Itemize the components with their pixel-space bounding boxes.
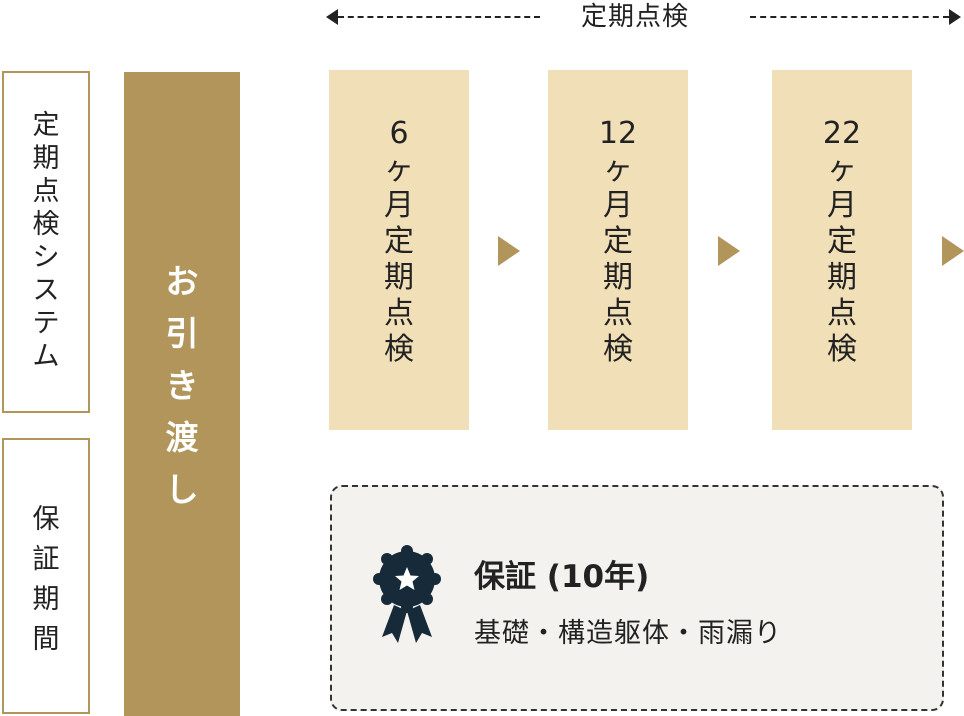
- handover-bar: お 引 き 渡 し: [124, 72, 240, 716]
- flow-arrow-1: [498, 236, 520, 266]
- warranty-period-text: 保 証 期 間: [32, 504, 60, 655]
- warranty-scope: 基礎・構造躯体・雨漏り: [474, 618, 782, 649]
- flow-arrow-3: [942, 236, 964, 266]
- inspection-card-label: 12 ヶ 月 定 期 点 検: [598, 116, 638, 367]
- inspection-card-label: 22 ヶ 月 定 期 点 検: [822, 116, 862, 367]
- handover-label: お 引 き 渡 し: [165, 262, 199, 509]
- timeline-label: 定期点検: [580, 2, 689, 32]
- award-badge-icon: [373, 545, 441, 643]
- right-arrowhead: [949, 9, 961, 25]
- timeline-dash-left: [338, 16, 540, 18]
- flow-arrow-2: [718, 236, 740, 266]
- inspection-card-6-months: 6 ヶ 月 定 期 点 検: [329, 70, 469, 430]
- warranty-title: 保証 (10年): [474, 559, 650, 595]
- timeline-dash-right: [750, 16, 949, 18]
- inspection-card-label: 6 ヶ 月 定 期 点 検: [384, 116, 414, 367]
- inspection-card-22-months: 22 ヶ 月 定 期 点 検: [772, 70, 912, 430]
- warranty-box: 保証 (10年) 基礎・構造躯体・雨漏り: [330, 485, 944, 711]
- warranty-period-label: 保 証 期 間: [2, 438, 90, 714]
- left-arrowhead: [326, 9, 338, 25]
- inspection-system-text: 定 期 点 検 シ ス テ ム: [32, 110, 60, 372]
- inspection-card-12-months: 12 ヶ 月 定 期 点 検: [548, 70, 688, 430]
- inspection-system-label: 定 期 点 検 シ ス テ ム: [2, 71, 90, 413]
